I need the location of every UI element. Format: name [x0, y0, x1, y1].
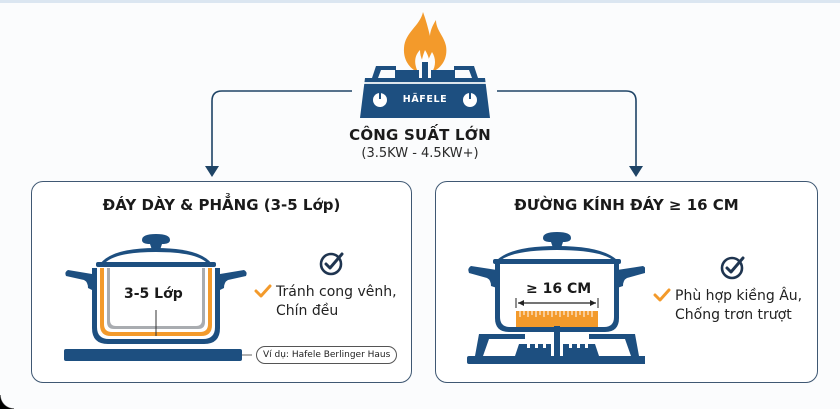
- layers-label: 3-5 Lớp: [124, 286, 183, 302]
- diameter-label: ≥ 16 CM: [526, 281, 592, 297]
- hero-title: CÔNG SUẤT LỚN: [349, 126, 491, 144]
- benefit-line-2: Chống trơn trượt: [675, 307, 792, 323]
- top-band: [0, 0, 840, 3]
- gas-stove-icon: [360, 12, 490, 118]
- brand-label: HÄFELE: [402, 94, 448, 105]
- benefit-text: Tránh cong vênh, Chín đều: [254, 283, 397, 321]
- multi-layer-pot-icon: [64, 234, 252, 361]
- card-title: ĐÁY DÀY & PHẲNG (3-5 Lớp): [102, 196, 341, 214]
- benefit-line-2: Chín đều: [276, 303, 339, 319]
- benefit-line-1: Phù hợp kiềng Âu,: [675, 288, 803, 304]
- checkmark-icon: [653, 288, 671, 302]
- checkmark-icon: [254, 284, 272, 298]
- corner-shadow: [0, 395, 14, 409]
- card-title: ĐƯỜNG KÍNH ĐÁY ≥ 16 CM: [514, 196, 739, 214]
- benefit-line-1: Tránh cong vênh,: [276, 284, 397, 300]
- benefit-text: Phù hợp kiềng Âu, Chống trơn trượt: [653, 287, 803, 325]
- ruler-icon: [516, 311, 598, 327]
- example-tag: Ví dụ: Hafele Berlinger Haus: [256, 346, 398, 364]
- check-circle-icon: [319, 252, 344, 276]
- hero-subtitle: (3.5KW - 4.5KW+): [361, 146, 479, 161]
- pot-on-burner-icon: [467, 232, 645, 364]
- check-circle-icon: [720, 256, 745, 280]
